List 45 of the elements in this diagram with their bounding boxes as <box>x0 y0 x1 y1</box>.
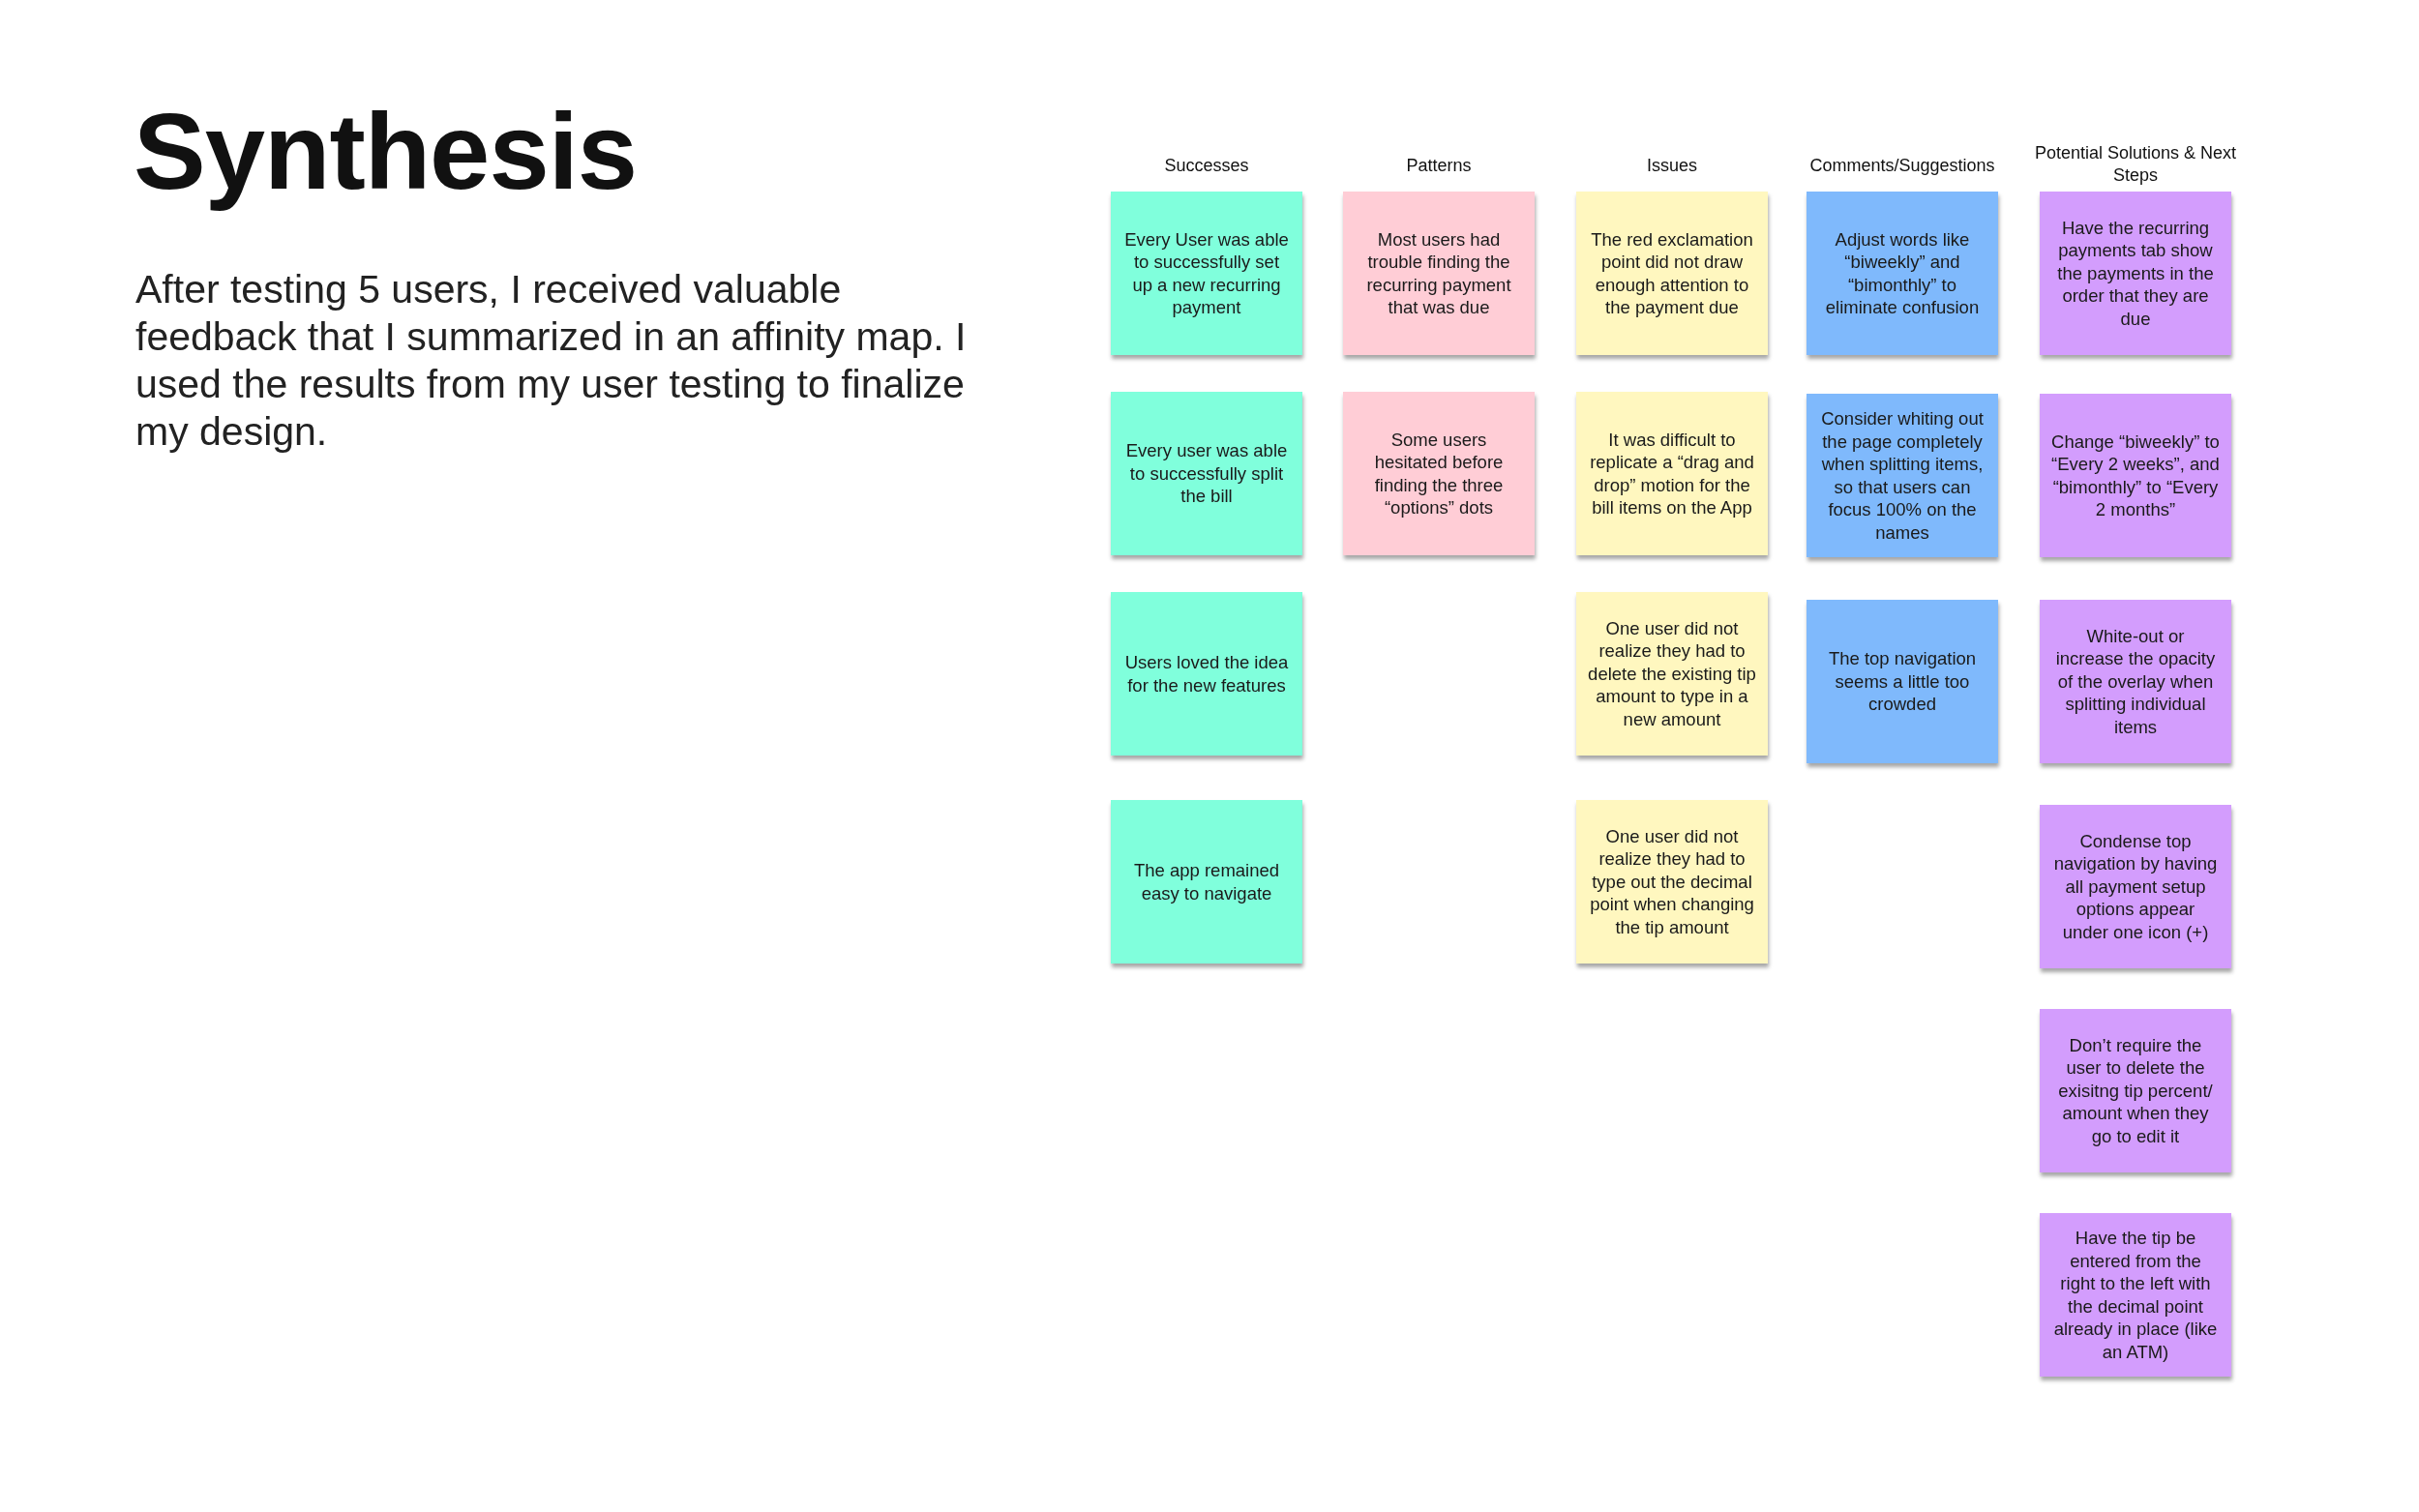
column-heading: Potential Solutions & Next Steps <box>2033 142 2238 187</box>
note-text: The top navigation seems a little too crowded <box>1827 647 1978 716</box>
column-heading: Patterns <box>1405 155 1473 177</box>
column-heading: Issues <box>1646 155 1698 177</box>
note-text: Condense top navigation by having all payment setup options appear under one icon (+) <box>2052 829 2219 944</box>
note-text: Consider whiting out the page completely when splitting items, so that users can focus 100% on the names <box>1820 407 1985 544</box>
sticky-note <box>2040 192 2231 355</box>
sticky-note <box>1576 800 1768 964</box>
note-text: White-out or increase the opacity of the overlay when splitting individual items <box>2054 624 2217 739</box>
note-text: Have the recurring payments tab show the payments in the order that they are due <box>2056 216 2215 331</box>
note-text: Some users hesitated before finding the three “options” dots <box>1373 428 1505 519</box>
note-text: Most users had trouble finding the recurring payment that was due <box>1365 227 1512 319</box>
sticky-note <box>2040 600 2231 763</box>
note-text: The red exclamation point did not draw enough attention to the payment due <box>1590 227 1754 319</box>
note-text: Users loved the idea for the new features <box>1123 651 1290 697</box>
note-text: The app remained easy to navigate <box>1132 859 1281 904</box>
sticky-note <box>1343 192 1535 355</box>
sticky-note <box>2040 1009 2231 1172</box>
note-text: It was difficult to replicate a “drag and drop” motion for the bill items on the App <box>1589 428 1755 519</box>
column-heading: Successes <box>1163 155 1250 177</box>
sticky-note <box>1576 592 1768 756</box>
note-text: Have the tip be entered from the right to the left with the decimal point already in place (like an ATM) <box>2052 1227 2219 1363</box>
sticky-note <box>1576 192 1768 355</box>
sticky-note <box>1111 592 1302 756</box>
sticky-note <box>2040 394 2231 557</box>
sticky-note <box>2040 805 2231 968</box>
column-heading: Comments/Suggestions <box>1808 155 1996 177</box>
page-title: Synthesis <box>134 90 638 214</box>
note-text: Change “biweekly” to “Every 2 weeks”, and “bimonthly” to “Every 2 months” <box>2051 430 2220 521</box>
note-text: Adjust words like “biweekly” and “bimonthly” to eliminate confusion <box>1824 227 1981 319</box>
sticky-note <box>1576 392 1768 555</box>
note-text: Don’t require the user to delete the exisitng tip percent/ amount when they go to edit it <box>2057 1033 2214 1148</box>
sticky-note <box>1111 392 1302 555</box>
sticky-note <box>1807 192 1998 355</box>
sticky-note <box>2040 1213 2231 1377</box>
sticky-note <box>1111 800 1302 964</box>
sticky-note <box>1343 392 1535 555</box>
intro-paragraph: After testing 5 users, I received valuable feedback that I summarized in an affinity map. I used the results from my user testing to finalize my design. <box>135 266 968 456</box>
sticky-note <box>1111 192 1302 355</box>
note-text: One user did not realize they had to delete the existing tip amount to type in a new amount <box>1588 616 1756 731</box>
note-text: Every user was able to successfully split the bill <box>1124 439 1289 508</box>
note-text: One user did not realize they had to type out the decimal point when changing the tip amount <box>1589 824 1755 939</box>
note-text: Every User was able to successfully set up a new recurring payment <box>1123 227 1290 319</box>
sticky-note <box>1807 600 1998 763</box>
sticky-note <box>1807 394 1998 557</box>
